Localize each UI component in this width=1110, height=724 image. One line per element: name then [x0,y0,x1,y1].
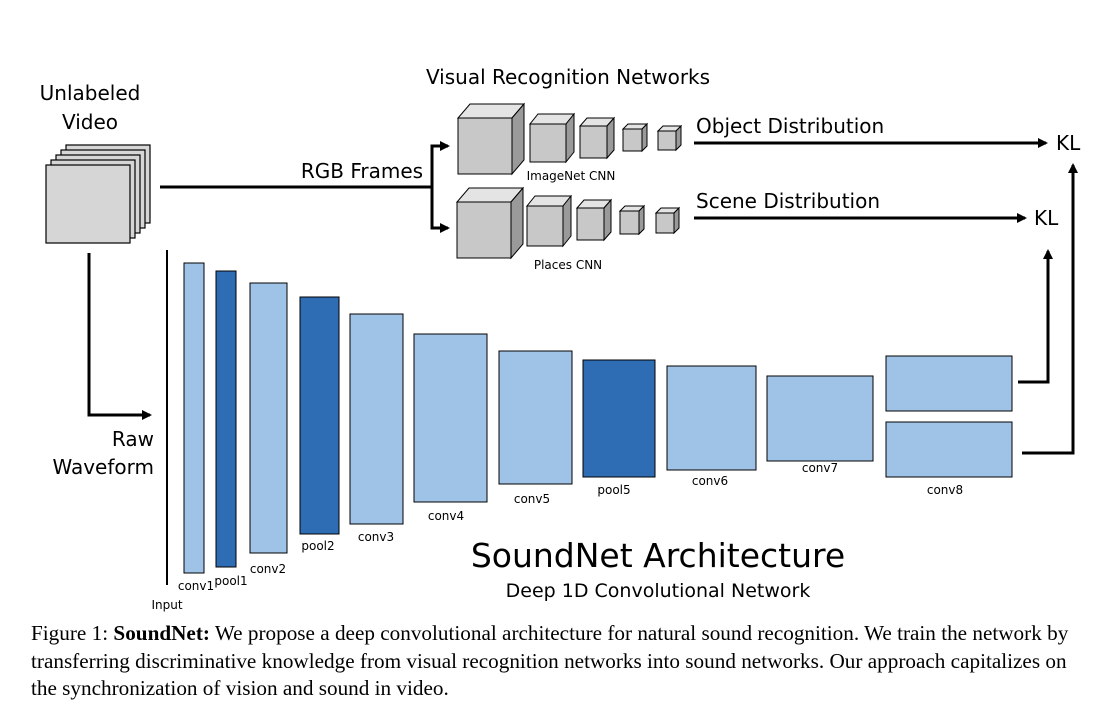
layer-conv2-label: conv2 [250,562,286,576]
visual-networks-title: Visual Recognition Networks [426,65,710,89]
video-frames-icon [45,144,151,244]
layer-conv4-label: conv4 [428,509,464,523]
layer-conv8-label: conv8 [927,483,963,497]
layer-conv3-block [349,313,404,525]
layer-conv4-block [413,333,488,503]
layer-pool1-block [215,270,237,568]
layer-conv6-block [666,365,757,471]
rgb-to-imagenet-arrow [430,141,450,187]
places-cnn-icon [455,186,681,260]
layer-conv5-block [498,350,573,485]
raw-waveform-arrow [87,253,152,420]
layer-conv1-label: conv1 [178,579,214,593]
raw-label: Raw [112,427,154,451]
layer-pool5-block [582,359,656,478]
layer-conv1-block [183,262,205,574]
layer-conv6-label: conv6 [692,474,728,488]
places-cnn-label: Places CNN [534,258,602,272]
layer-conv8-b-block [885,421,1013,478]
soundnet-subtitle: Deep 1D Convolutional Network [506,580,811,602]
layer-pool5-label: pool5 [597,483,630,497]
caption-text: We propose a deep convolutional architec… [31,621,1069,700]
waveform-label: Waveform [52,455,154,479]
rgb-frames-label: RGB Frames [301,159,423,183]
layer-conv3-label: conv3 [358,530,394,544]
caption-prefix: Figure 1: [31,621,114,645]
imagenet-cnn-label: ImageNet CNN [527,169,616,183]
figure-caption: Figure 1: SoundNet: We propose a deep co… [31,620,1096,703]
layer-conv2-block [249,282,288,554]
unlabeled-label: Unlabeled [40,81,141,105]
layer-pool2-block [299,296,340,535]
conv8-scene-arrow [1018,249,1053,384]
rgb-to-places-arrow [430,187,450,233]
layer-conv7-block [766,375,874,462]
layer-conv8-block [885,355,1013,412]
video-label: Video [62,110,118,134]
input-label: Input [151,598,182,612]
imagenet-cnn-icon [456,102,683,176]
kl-scene-label: KL [1034,206,1059,230]
layer-pool1-label: pool1 [214,574,247,588]
caption-bold: SoundNet: [113,621,210,645]
scene-distribution-label: Scene Distribution [696,189,880,213]
kl-object-label: KL [1056,131,1081,155]
layer-conv7-label: conv7 [802,461,838,475]
conv8-object-arrow [1022,163,1078,455]
layer-pool2-label: pool2 [301,539,334,553]
soundnet-title: SoundNet Architecture [471,536,845,575]
layer-conv5-label: conv5 [514,492,550,506]
soundnet-diagram: Unlabeled Video RGB Frames Raw Waveform … [40,65,1081,612]
object-distribution-label: Object Distribution [696,114,884,138]
